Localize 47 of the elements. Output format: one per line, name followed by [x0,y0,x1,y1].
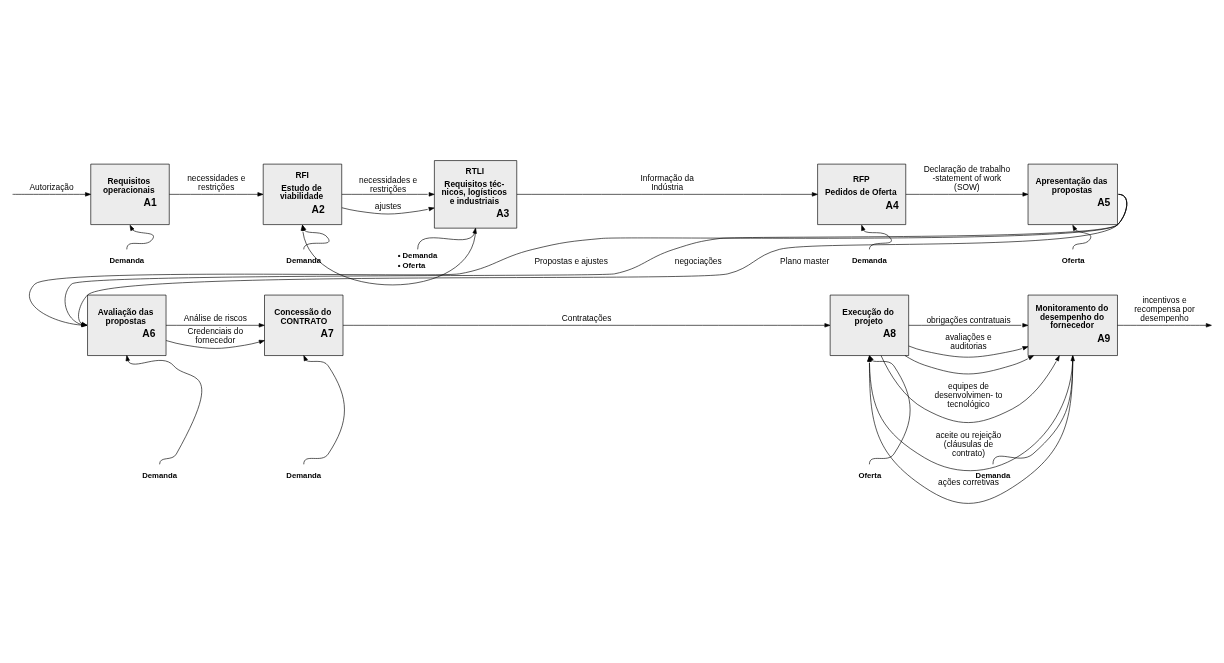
edge-label: ajustes [374,200,402,211]
edge-label: equipes de desenvolvimen- to tecnológico [934,380,1003,409]
edge-label: avaliações e auditorias [945,331,992,351]
arrow [1117,322,1212,327]
node-box: Execução do projeto A8 [829,294,909,356]
edge-label: Credenciais do fornecedor [187,325,244,345]
arrow [1072,224,1092,250]
node-box: RFI Estudo de viabilidade A2 [262,163,343,225]
arrow [904,354,1034,374]
arrow [125,354,202,465]
edge-label: Autorização [29,181,74,192]
edge-label: Declaração de trabalho -statement of work (SOW) [923,163,1011,192]
arrow [169,191,264,196]
arrow [908,322,1029,327]
arrow [341,206,435,214]
arrow [12,191,91,196]
arrow [417,227,477,250]
arrow [908,345,1029,357]
arrow [126,224,154,250]
arrow [516,191,818,196]
node-box: RTLI Requisitos téc- nicos, logísticos e industriais A3 [434,159,518,228]
edge-label: Plano master [780,255,830,266]
node-box: Concessão do CONTRATO A7 [264,294,344,356]
edge-label: obrigações contratuais [926,314,1011,325]
arrow [303,354,345,465]
arrow [905,191,1029,196]
arrow [341,191,435,196]
node-box: RFP Pedidos de Oferta A4 [817,163,907,225]
arrow [861,224,892,250]
node-box: Avaliação das propostas A6 [87,294,167,356]
edge-label: aceite ou rejeição (cláusulas de contrato) [935,429,1002,458]
arrow [165,339,265,349]
node-box: Requisitos operacionais A1 [90,163,170,225]
edge-label: Análise de riscos [183,312,247,323]
edge-label: Contratações [561,312,612,323]
edge-label: Propostas e ajustes [534,255,608,266]
arrow [165,322,265,327]
arrow [342,322,831,327]
edge-label: Informação da Indústria [640,172,694,192]
arrow [880,354,1060,423]
arrow [992,354,1075,465]
edge-label: negociações [674,255,722,266]
edge-label: necessidades e restrições [359,174,418,194]
edge-label: necessidades e restrições [187,172,246,192]
node-box: Monitoramento do desempenho do fornecedor A9 [1027,294,1118,356]
node-box: Apresentação das propostas A5 [1027,163,1118,225]
edge-label: incentivos e recompensa por desempenho [1134,294,1195,323]
